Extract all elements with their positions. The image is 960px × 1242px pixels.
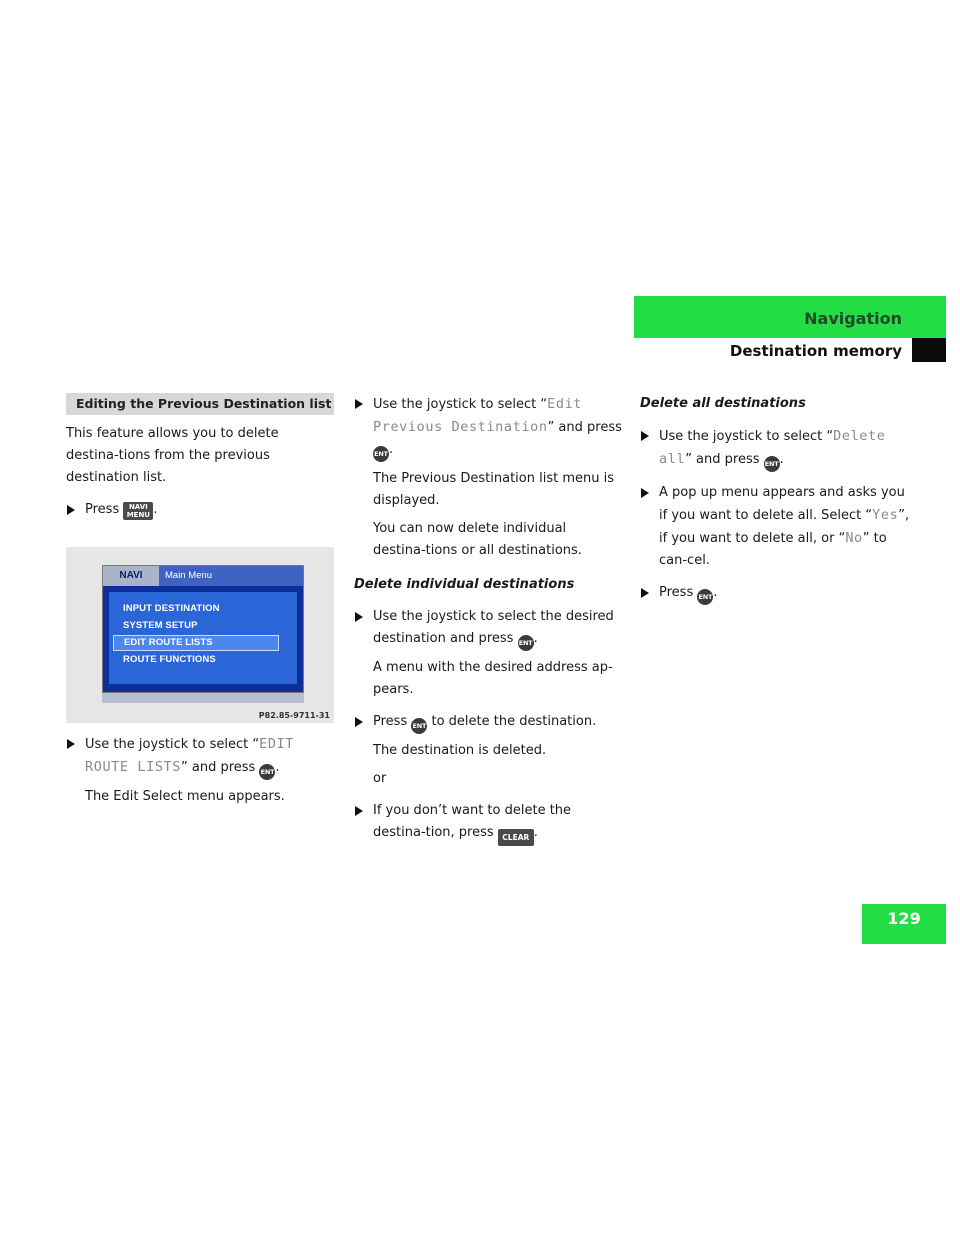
- nav-display: NAVI Main Menu INPUT DESTINATION SYSTEM …: [102, 565, 304, 693]
- step-end: .: [153, 502, 158, 517]
- step-text: ” to can-cel.: [659, 531, 887, 568]
- navigation-screen-figure: NAVI Main Menu INPUT DESTINATION SYSTEM …: [66, 547, 334, 723]
- bullet-arrow-icon: [355, 717, 363, 727]
- bullet-arrow-icon: [641, 488, 649, 498]
- ent-button-icon: ENT: [763, 456, 780, 472]
- step-result: The destination is deleted.: [373, 743, 547, 758]
- ent-button-icon: ENT: [517, 635, 534, 651]
- step-text: ”, if you want to delete all, or “: [659, 508, 910, 546]
- bullet-arrow-icon: [355, 806, 363, 816]
- step-end: .: [275, 760, 280, 775]
- section-marker: [912, 338, 946, 362]
- display-text: Edit Previous Destination: [373, 396, 583, 435]
- step-text: Use the joystick to select “: [85, 737, 260, 752]
- menu-item-route-functions: ROUTE FUNCTIONS: [123, 654, 216, 665]
- figure-caption: P82.85-9711-31: [258, 711, 330, 720]
- subheading: Delete individual destinations: [354, 577, 575, 592]
- tab-navi: NAVI: [103, 566, 159, 586]
- bullet-arrow-icon: [641, 431, 649, 441]
- display-text: No: [845, 530, 863, 546]
- bullet-arrow-icon: [355, 612, 363, 622]
- column-3: Delete all destinations Use the joystick…: [640, 393, 912, 609]
- menu-item-edit-route-lists: EDIT ROUTE LISTS: [113, 635, 279, 651]
- bullet-arrow-icon: [355, 399, 363, 409]
- step-text: A pop up menu appears and asks you if yo…: [659, 485, 905, 523]
- step-text: Use the joystick to select “: [659, 429, 834, 444]
- step-text: to delete the destination.: [431, 714, 597, 729]
- step-text: ” and press: [547, 420, 622, 435]
- navi-label: NAVI: [128, 503, 148, 511]
- chapter-title: Navigation: [804, 309, 902, 328]
- display-status-bar: [102, 693, 304, 703]
- step-select-edit-previous: Use the joystick to select “Edit Previou…: [354, 393, 622, 462]
- bullet-arrow-icon: [67, 505, 75, 515]
- step-press-ent-delete: Press ENT to delete the destination.: [354, 711, 622, 734]
- menu-list: INPUT DESTINATION SYSTEM SETUP EDIT ROUT…: [109, 592, 297, 684]
- ent-button-icon: ENT: [373, 446, 389, 462]
- step-end: .: [389, 442, 394, 457]
- step-text: Press: [373, 714, 408, 729]
- step-result: A menu with the desired address ap-pears…: [373, 660, 613, 697]
- or-text: or: [373, 771, 387, 786]
- bullet-arrow-icon: [67, 739, 75, 749]
- step-text: Press: [659, 585, 694, 600]
- step-press-ent: Press ENT.: [640, 582, 912, 605]
- display-text: EDIT ROUTE LISTS: [85, 736, 295, 775]
- bullet-arrow-icon: [641, 588, 649, 598]
- step-text: Use the joystick to select “: [373, 397, 548, 412]
- menu-label: MENU: [126, 511, 150, 519]
- display-text: Delete all: [659, 428, 886, 467]
- ent-button-icon: ENT: [697, 589, 714, 605]
- chapter-tab: [634, 296, 946, 338]
- step-end: .: [779, 452, 784, 467]
- subheading: Delete all destinations: [640, 396, 806, 411]
- column-2: Use the joystick to select “Edit Previou…: [354, 393, 622, 850]
- clear-button-icon: CLEAR: [497, 829, 534, 846]
- step-result: The Previous Destination list menu is di…: [373, 471, 614, 508]
- step-press-clear: If you don’t want to delete the destina-…: [354, 800, 622, 846]
- step-select-edit-route-lists: Use the joystick to select “EDIT ROUTE L…: [66, 733, 334, 780]
- ent-button-icon: ENT: [411, 718, 428, 734]
- step-end: .: [533, 631, 538, 646]
- step-result: You can now delete individual destina-ti…: [373, 521, 582, 558]
- menu-item-input-destination: INPUT DESTINATION: [123, 603, 220, 614]
- display-text: Yes: [872, 507, 899, 523]
- step-select-delete-all: Use the joystick to select “Delete all” …: [640, 425, 912, 472]
- step-select-destination: Use the joystick to select the desired d…: [354, 606, 622, 651]
- intro-text: This feature allows you to delete destin…: [66, 426, 279, 485]
- tab-main-menu: Main Menu: [159, 566, 303, 586]
- page-number: 129: [887, 909, 921, 928]
- step-text: Press: [85, 502, 120, 517]
- page-number-tab: [862, 904, 946, 944]
- section-title: Destination memory: [729, 342, 902, 360]
- step-result: The Edit Select menu appears.: [85, 789, 285, 804]
- column-1: Editing the Previous Destination list Th…: [66, 393, 334, 812]
- ent-button-icon: ENT: [259, 764, 276, 780]
- step-confirm-delete: A pop up menu appears and asks you if yo…: [640, 482, 912, 572]
- step-text: ” and press: [181, 760, 256, 775]
- step-text: Use the joystick to select the desired d…: [373, 609, 614, 646]
- step-text: If you don’t want to delete the destina-…: [373, 803, 572, 840]
- step-text: ” and press: [685, 452, 760, 467]
- step-end: .: [533, 825, 538, 840]
- section-heading: Editing the Previous Destination list: [66, 393, 334, 415]
- menu-item-system-setup: SYSTEM SETUP: [123, 620, 198, 631]
- step-end: .: [713, 585, 718, 600]
